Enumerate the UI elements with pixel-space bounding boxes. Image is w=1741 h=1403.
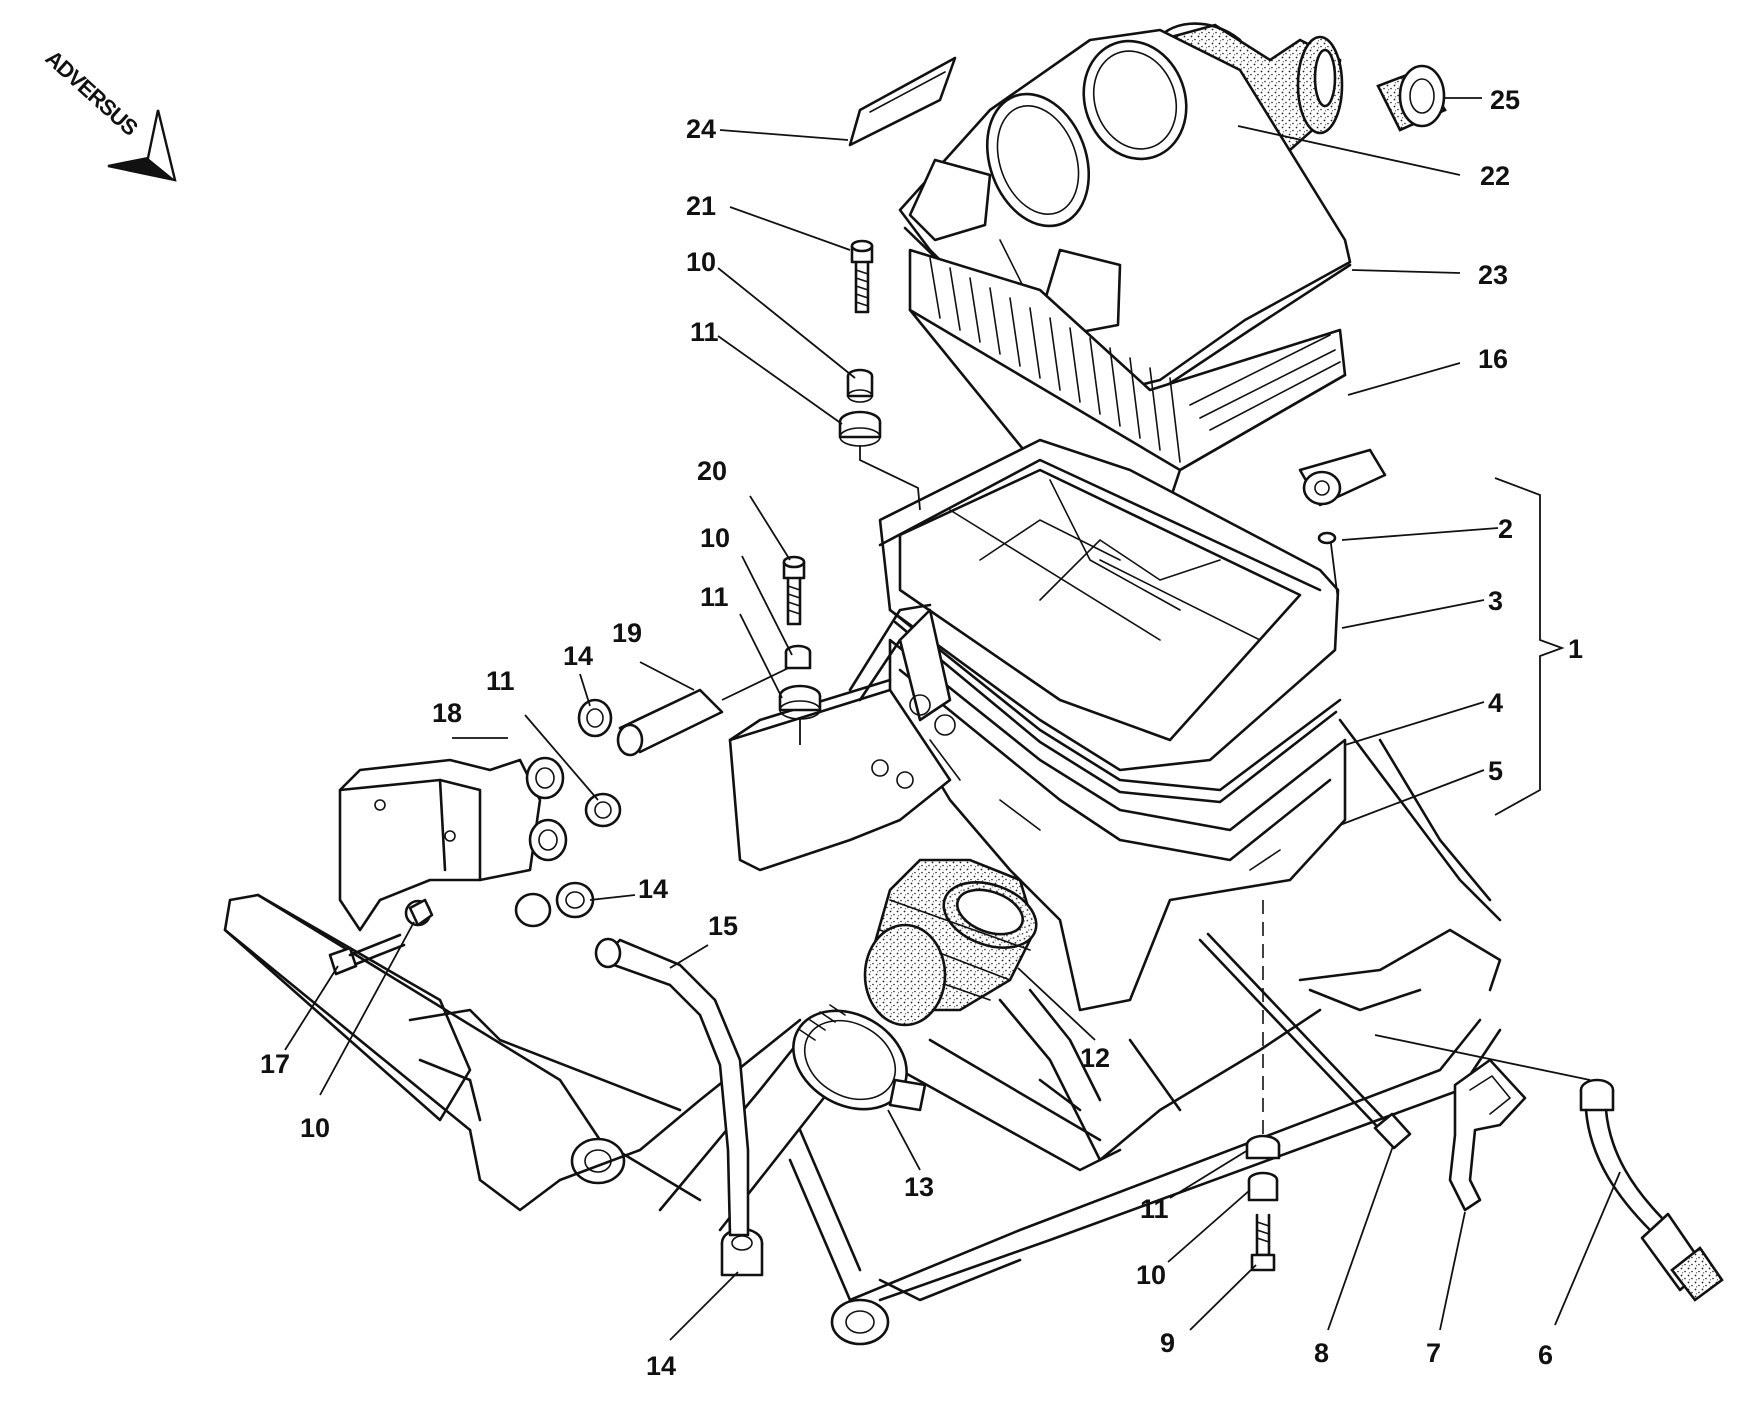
part-7-clip [1448,1058,1527,1212]
callout-14-lower: 14 [646,1351,676,1381]
callout-19: 19 [612,618,642,648]
part-13-hose-clamp [792,1004,927,1112]
part-16-air-filter [908,248,1347,532]
part-10-spacer-bottom [1247,1171,1279,1202]
callout-labels: 24 25 22 23 16 21 10 11 20 10 11 19 14 1… [260,85,1583,1381]
part-5-airbox-base [888,608,1347,1012]
callout-11-left: 11 [486,666,515,696]
callout-25: 25 [1490,85,1520,115]
part-3-airbox-housing [878,438,1340,772]
callout-14-upper: 14 [563,641,593,671]
part-11-grommet-top [838,410,921,511]
part-9-bolt [1250,1213,1276,1272]
callout-21: 21 [686,191,716,221]
callout-10-left: 10 [300,1113,330,1143]
callout-10-bottom: 10 [1136,1260,1166,1290]
part-mounting-bracket [728,603,952,872]
callout-11-bottom: 11 [1140,1194,1169,1224]
part-8-rod [1198,932,1412,1150]
part-10-spacer-top [846,368,874,403]
part-12-intake-boot [863,858,1038,1027]
callout-13: 13 [904,1172,934,1202]
part-14-clamp-middle [555,881,595,919]
callout-20: 20 [697,456,727,486]
part-15-drain-hose [594,937,750,1237]
part-hose-plug [1298,448,1387,507]
brand-logo: ADVERSUS [41,45,177,182]
callout-23: 23 [1478,260,1508,290]
callout-10-top: 10 [686,247,716,277]
part-24-label [848,56,957,147]
frame-structure [223,718,1502,1346]
part-4-gasket [888,608,1342,804]
callout-11-top: 11 [690,317,719,347]
leader-lines [284,97,1621,1341]
part-17-bolt [328,933,406,976]
callout-9: 9 [1160,1328,1175,1358]
callout-12: 12 [1080,1043,1110,1073]
callout-4: 4 [1488,688,1503,718]
callout-3: 3 [1488,586,1503,616]
part-11-grommet-left [514,792,622,928]
callout-7: 7 [1426,1338,1441,1368]
part-10-spacer-left [404,898,434,927]
callout-16: 16 [1478,344,1508,374]
callout-17: 17 [260,1049,290,1079]
callout-11-middle: 11 [700,582,729,612]
callout-6: 6 [1538,1340,1553,1370]
part-18-reservoir [338,756,568,932]
part-11-grommet-middle [778,684,822,745]
part-21-screw [850,239,874,314]
callout-5: 5 [1488,756,1503,786]
callout-15: 15 [708,911,738,941]
callout-8: 8 [1314,1338,1329,1368]
callout-18: 18 [432,698,462,728]
callout-14-middle: 14 [638,874,668,904]
part-14-clamp-upper [577,698,613,738]
part-25-rubber-cap [1376,64,1447,132]
part-6-breather-hose [1579,1078,1724,1302]
callout-24: 24 [686,114,716,144]
callout-22: 22 [1480,161,1510,191]
callout-10-middle: 10 [700,523,730,553]
part-20-screw [782,555,806,626]
callout-1: 1 [1568,634,1583,664]
brand-text: ADVERSUS [41,45,143,140]
callout-2: 2 [1498,514,1513,544]
part-11-grommet-bottom [1245,1134,1281,1160]
